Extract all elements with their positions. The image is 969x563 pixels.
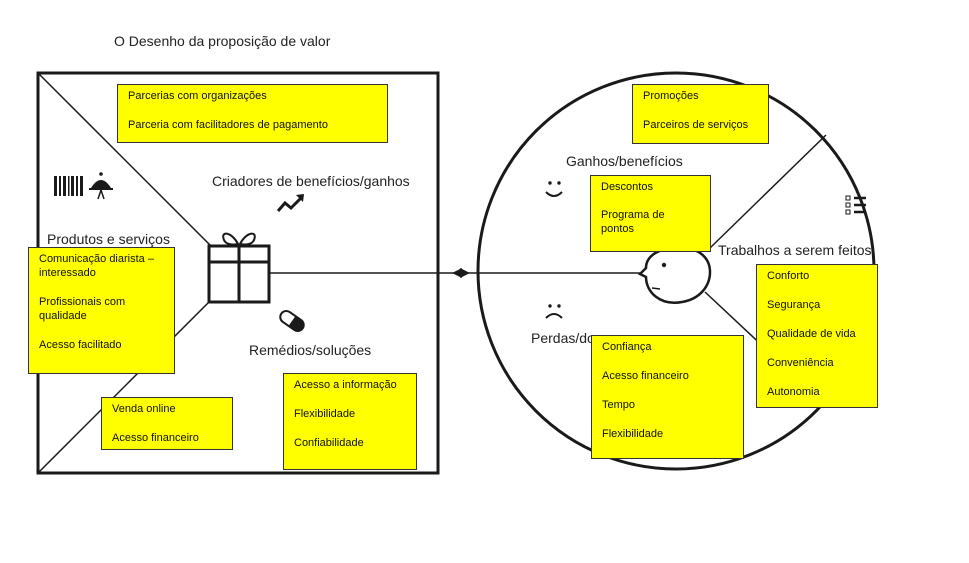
note-item: Autonomia	[767, 386, 820, 398]
frown-icon	[545, 304, 563, 319]
note-item: Programa de pontos	[601, 209, 665, 235]
note-item: Conforto	[767, 270, 810, 282]
sticky-note-pain-relievers: Acesso a informação Flexibilidade Confia…	[283, 373, 417, 470]
note-item: Qualidade de vida	[767, 328, 856, 340]
sticky-note-gains-top: Promoções Parceiros de serviços	[632, 84, 769, 144]
note-item: Confiabilidade	[294, 437, 364, 449]
note-item: Acesso facilitado	[39, 339, 122, 351]
jobs-label: Trabalhos a serem feitos	[718, 242, 872, 258]
sticky-note-products-services: Comunicação diarista – interessado Profi…	[28, 247, 175, 374]
page-title: O Desenho da proposição de valor	[114, 33, 331, 49]
note-item: Profissionais com qualidade	[39, 296, 126, 322]
square-diagonal-top	[37, 72, 239, 274]
note-item: Conveniência	[767, 357, 834, 369]
gain-creators-label: Criadores de benefícios/ganhos	[212, 173, 410, 189]
note-item: Confiança	[602, 341, 652, 353]
note-item: Parcerias com organizações	[128, 90, 267, 102]
growth-arrow-icon	[276, 194, 304, 212]
pain-relievers-label: Remédios/soluções	[249, 342, 372, 358]
sticky-note-gains: Descontos Programa de pontos	[590, 175, 711, 252]
note-item: Comunicação diarista – interessado	[39, 253, 154, 279]
circle-divider-top	[709, 134, 827, 249]
note-item: Segurança	[767, 299, 821, 311]
note-item: Flexibilidade	[294, 408, 356, 420]
checklist-icon	[845, 195, 866, 215]
sticky-note-gain-creators: Parcerias com organizações Parceria com …	[117, 84, 388, 143]
pill-icon	[279, 309, 305, 333]
sticky-note-pains: Confiança Acesso financeiro Tempo Flexib…	[591, 335, 744, 459]
products-services-label: Produtos e serviços	[47, 231, 170, 247]
note-item: Flexibilidade	[602, 428, 664, 440]
note-item: Tempo	[602, 399, 636, 411]
gains-label: Ganhos/benefícios	[566, 153, 683, 169]
note-item: Descontos	[601, 181, 653, 193]
smile-icon	[545, 181, 563, 197]
note-item: Venda online	[112, 403, 176, 415]
note-item: Parceiros de serviços	[643, 119, 749, 131]
note-item: Promoções	[643, 90, 699, 102]
barcode-icon	[54, 176, 83, 196]
sticky-note-jobs: Conforto Segurança Qualidade de vida Con…	[756, 264, 878, 408]
sticky-note-products-extra: Venda online Acesso financeiro	[101, 397, 233, 450]
gift-icon	[207, 232, 271, 304]
note-item: Acesso financeiro	[112, 432, 199, 444]
face-profile-icon	[637, 246, 712, 304]
arrow-right-head	[460, 268, 470, 278]
arrow-left-head	[452, 268, 462, 278]
note-item: Acesso a informação	[294, 379, 397, 391]
note-item: Acesso financeiro	[602, 370, 689, 382]
cloche-icon	[89, 172, 113, 200]
note-item: Parceria com facilitadores de pagamento	[128, 119, 328, 131]
